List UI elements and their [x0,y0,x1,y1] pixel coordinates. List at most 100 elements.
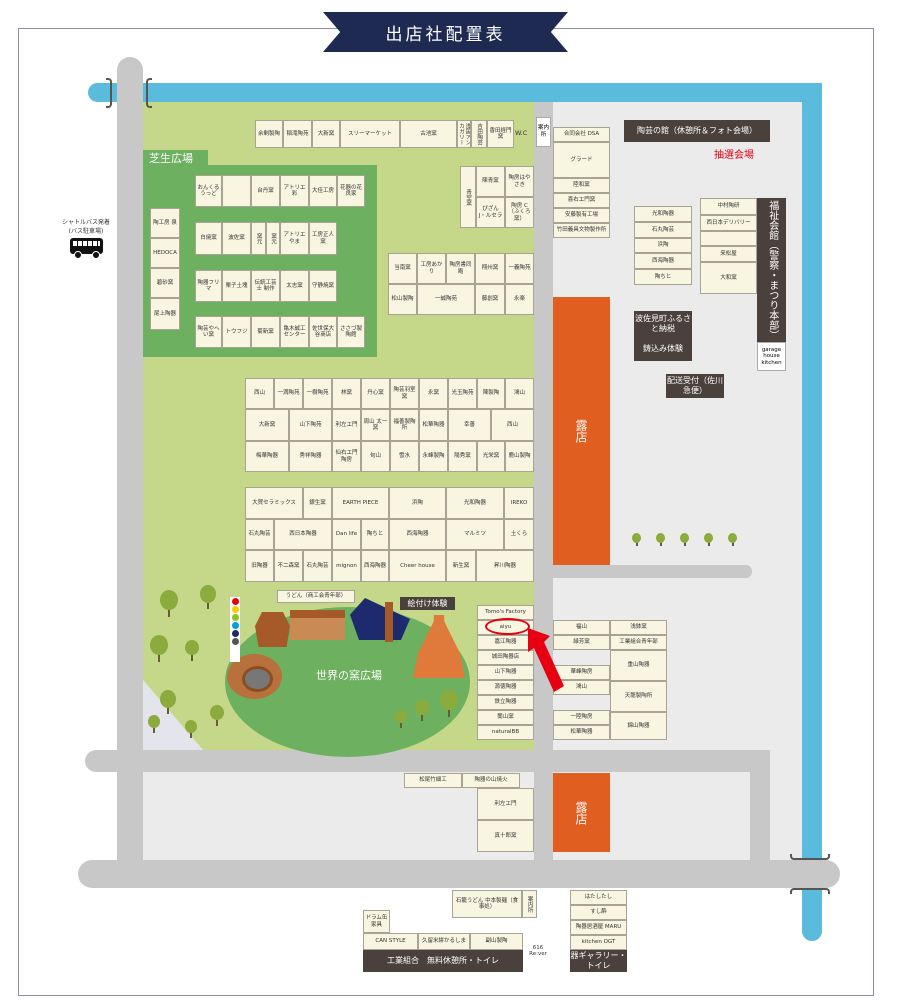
booth-east_a: 陶ちと [634,269,692,285]
booth-block_a: 一義陶苑 [505,253,534,284]
stall-area: 露店 [553,297,610,565]
garage-house-kitchen: garage house kitchen [757,342,786,371]
booth-bottom: 副山製陶 [470,933,523,950]
booth-block_c: 旧陶器 [245,550,274,582]
road-east-branch [553,565,752,578]
tree-icon [704,533,713,543]
booth-right_mid: 松華陶器 [553,725,610,740]
booth-east_a: 石丸陶芸 [634,222,692,238]
booth-block_c: 光和陶器 [446,487,504,519]
booth-lawn_r2: 窯元 [251,222,266,255]
booth-block_b: 光栄窯 [477,441,505,472]
facility-box: 陶芸の館（休憩所＆フォト会場） [624,120,770,142]
booth-block_c: mignon [332,550,361,582]
river [88,83,822,102]
booth-east_a: 西海陶器 [634,253,692,269]
booth-block_b: 西山 [245,378,274,409]
booth-top_row: 吉田陶芸 [471,120,487,148]
booth-block_b: 陽秀窯 [448,441,477,472]
booth-mid_top: 青空窯 [460,166,476,228]
booth-block_b: 陳製陶 [477,378,505,409]
booth-bottom: CAN STYLE [363,933,418,950]
facility-box: 鋳込み体験 [634,336,692,361]
booth-block_b: 大新窯 [245,409,289,441]
booth-block_b: 幸善 [448,409,491,441]
booth-block_c: 浜陶 [389,487,446,519]
booth-block_b: 鹿山製陶 [505,441,534,472]
booth-block_c: 大賀セラミックス [245,487,303,519]
road-west [117,57,143,872]
booth-block_b: 福善製陶所 [390,409,419,441]
booth-bottom: はたしたし [570,890,627,905]
kiln-plaza-label: 世界の窯広場 [316,669,382,682]
booth-bottom: すし酔 [570,905,627,920]
facility-box: 配送受付（佐川急便） [666,374,724,398]
booth-factory_col: 城田陶器店 [477,650,534,665]
tree-trunk [635,540,638,547]
booth-below_road: 陶器の山焼火 [462,773,520,788]
facility-box: 福祉会館（警察・まつり本部） [757,198,786,342]
booth-top_right: グラード [553,142,610,178]
booth-bottom: 陶器居酒屋 MARU [570,920,627,935]
shuttle-bus-label: シャトルバス発着 (バス駐車場) [61,219,110,235]
bridge-icon [146,78,152,108]
booth-factory_col: 源徳陶器 [477,680,534,695]
re-ver-label: 616 Re:ver [529,945,547,957]
booth-mid_top: 陶房 C（ふくろ窯） [505,197,534,228]
booth-block_c: 不二森窯 [274,550,303,582]
booth-bottom: kitchen OGT [570,935,627,950]
booth-block_b: 鴻山 [505,378,534,409]
tree-icon [160,690,176,708]
tree-trunk [153,724,155,733]
tree-trunk [400,719,402,728]
booth-factory_col: 鉄立陶器 [477,695,534,710]
hut-icon [255,612,290,647]
booth-top_row: 浅国アンカガリー [457,120,471,148]
booth-block_c: 土くら [504,519,534,550]
booth-block_c: 西海陶器 [361,550,389,582]
booth-top_row: スリーマーケット [340,120,400,148]
booth-block_b: 林窯 [332,378,361,409]
booth-block_b: 光玉陶苑 [448,378,477,409]
tree-icon [395,710,407,724]
tree-trunk [158,649,160,662]
booth-lawn_r2: 波佐窯 [222,222,251,255]
booth-lawn_r2: アトリエやま [280,222,309,255]
booth-block_c: 西日本陶器 [274,519,332,550]
booth-right_mid: 浅鉢窯 [610,620,667,635]
tree-trunk [659,540,662,547]
booth-block_a: 当南窯 [388,253,417,284]
booth-bottom: 石籠うどん 中本製麺（食事処） [452,890,522,918]
tree-icon [200,585,216,603]
bus-icon [70,238,103,259]
page-title: 出店社配置表 [323,12,568,52]
tree-trunk [216,716,218,726]
booth-block_b: 丹心窯 [361,378,390,409]
booth-lawn_r1: 花器の花良家 [337,175,365,207]
tree-trunk [731,540,734,547]
booth-block_a: 翔州窯 [475,253,505,284]
booth-block_b: 一満陶苑 [274,378,303,409]
facility-box: 工業組合 無料休憩所・トイレ [363,950,523,972]
booth-lawn_r2: 白焼窯 [195,222,222,255]
booth-block_b: 仙右エ門陶房 [332,441,361,472]
tree-trunk [190,729,192,738]
booth-block_b: 周山 太一窯 [361,409,390,441]
booth-lawn_r4: ささづ製陶館 [337,316,365,348]
lawn-plaza-label: 芝生広場 [143,150,208,166]
booth-bottom: ドラム缶家具 [363,910,390,933]
tree-icon [728,533,737,543]
booth-lawn_r1: アトリエ 彩 [280,175,309,207]
facility-box: 波佐見町ふるさと納税 [634,311,692,336]
booth-top_right: 陸和窯 [553,178,610,193]
road-east [750,750,770,865]
booth-lawn_r4: 佐世保大谷商店 [309,316,337,348]
booth-block_b: 陶芸羽室窯 [390,378,419,409]
booth-block_b: 梅華陶器 [245,441,289,472]
tree-icon [440,690,458,710]
wc-label: W.C [515,129,528,137]
booth-top_right: 安藤製有工場 [553,208,610,223]
booth-block_c: Cheer house [389,550,446,582]
booth-lawn_r3: 陶器フリマ [195,270,222,302]
booth-block_a: 一誠陶苑 [417,284,475,315]
